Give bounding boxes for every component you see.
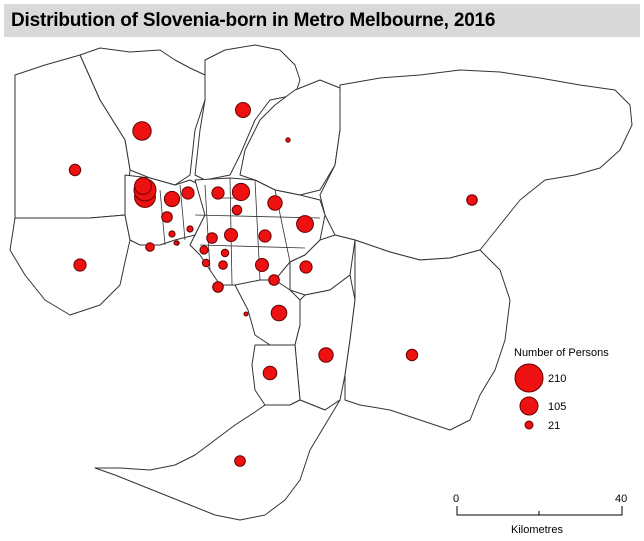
region-dot [267,195,283,211]
border-inner-5 [199,244,306,249]
region-dot [255,258,269,272]
region-dot [466,194,478,206]
region-dot [258,229,272,243]
region-dot [299,260,313,274]
region-dot [134,177,152,195]
region-dot [285,137,291,143]
region-dot [163,190,181,208]
region-dot [405,348,419,362]
region-dot [268,274,280,286]
border-inner-1 [204,184,211,271]
legend-label-small: 21 [548,420,560,432]
region-dot [296,215,314,233]
region-dot [220,248,230,258]
legend-dot-large [514,363,544,393]
region-dot [132,121,152,141]
region-dot [173,240,179,246]
region-dot [231,182,251,202]
region-dot [218,260,228,270]
legend: Number of Persons 210 105 21 [514,347,609,432]
region-dot [68,163,82,177]
border-inner-8 [179,184,186,241]
region-sw [9,214,131,316]
region-dot [235,102,251,118]
scale-start-label: 0 [453,493,459,505]
region-dot [161,211,173,223]
region-dot [181,186,195,200]
map-title: Distribution of Slovenia-born in Metro M… [11,9,496,31]
region-dot [186,225,194,233]
region-dot [199,245,209,255]
region-peninsula [94,399,341,521]
region-dot [234,455,246,467]
region-dot [145,242,155,252]
scale-end-label: 40 [615,493,627,505]
legend-dot-small [524,420,534,430]
title-bar: Distribution of Slovenia-born in Metro M… [4,4,640,37]
map-regions [9,44,633,521]
region-far-east [319,69,633,261]
region-dot [73,258,87,272]
region-dot [212,281,224,293]
region-dot [243,311,249,317]
region-dot [262,365,278,381]
scale-unit-label: Kilometres [511,524,563,536]
region-dot [168,230,176,238]
region-cardinia [344,239,511,431]
region-dot [270,304,288,322]
scale-bar: 0 40 Kilometres [453,493,627,536]
region-dot [224,228,238,242]
region-dot [206,232,218,244]
region-dot [231,204,243,216]
map-dots [68,102,478,467]
legend-title: Number of Persons [514,347,609,359]
legend-label-large: 210 [548,373,566,385]
region-dot [201,258,211,268]
legend-dot-medium [519,396,539,416]
legend-label-medium: 105 [548,401,566,413]
region-dot [211,186,225,200]
region-dot [318,347,334,363]
